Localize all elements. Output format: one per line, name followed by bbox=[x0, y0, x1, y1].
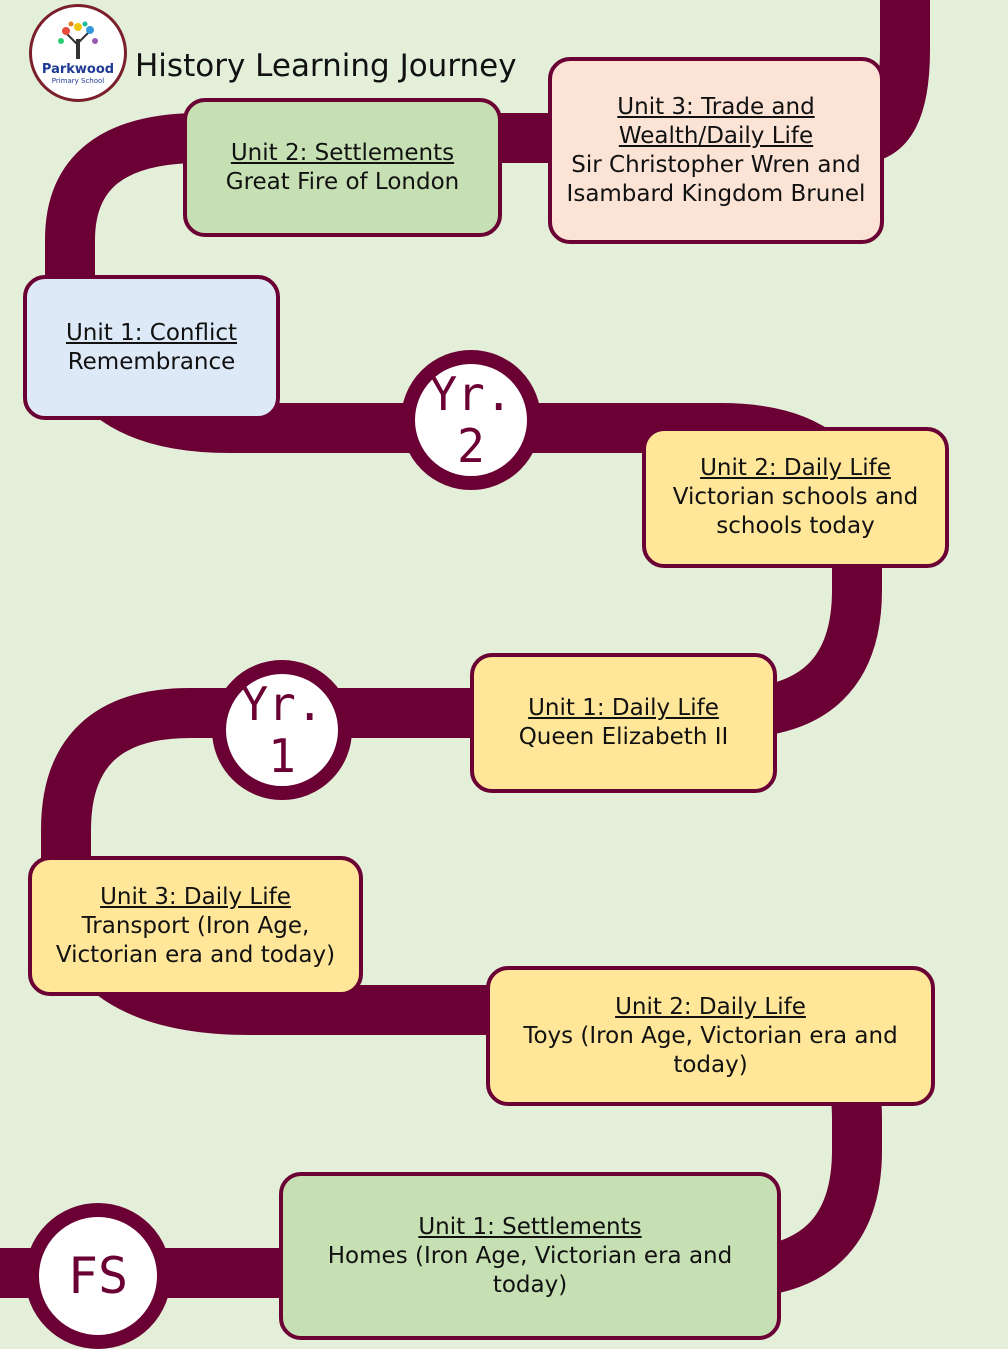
logo-name: Parkwood bbox=[41, 61, 115, 77]
unit-title: Unit 2: Daily Life bbox=[700, 455, 891, 481]
unit-topic: Victorian schools and schools today bbox=[672, 484, 919, 539]
unit-topic: Great Fire of London bbox=[225, 168, 460, 195]
unit-box-yr1-transport[interactable]: Unit 3: Daily Life Transport (Iron Age, … bbox=[28, 856, 363, 996]
unit-box-yr2-schools[interactable]: Unit 2: Daily Life Victorian schools and… bbox=[642, 427, 949, 568]
unit-title: Unit 2: Settlements bbox=[230, 139, 455, 166]
milestone-fs: FS bbox=[25, 1203, 171, 1349]
tree-icon bbox=[58, 21, 98, 59]
unit-title: Unit 3: Daily Life bbox=[100, 883, 291, 910]
unit-title: Unit 2: Daily Life bbox=[615, 993, 806, 1020]
unit-box-yr2-remembrance[interactable]: Unit 1: Conflict Remembrance bbox=[23, 275, 280, 420]
milestone-yr2: Yr. 2 bbox=[401, 350, 541, 490]
unit-title: Unit 1: Conflict bbox=[65, 319, 238, 346]
unit-topic: Homes (Iron Age, Victorian era and today… bbox=[327, 1242, 733, 1298]
unit-topic: Queen Elizabeth II bbox=[518, 724, 729, 750]
unit-title: Unit 1: Daily Life bbox=[528, 695, 719, 721]
unit-box-yr2-trade-wealth[interactable]: Unit 3: Trade and Wealth/Daily Life Sir … bbox=[548, 57, 884, 244]
unit-box-yr2-great-fire[interactable]: Unit 2: Settlements Great Fire of London bbox=[183, 98, 502, 237]
unit-box-yr1-queen-elizabeth[interactable]: Unit 1: Daily Life Queen Elizabeth II bbox=[470, 653, 777, 793]
unit-box-fs-settlements[interactable]: Unit 1: Settlements Homes (Iron Age, Vic… bbox=[279, 1172, 781, 1340]
unit-topic: Remembrance bbox=[67, 348, 236, 375]
unit-topic: Sir Christopher Wren and Isambard Kingdo… bbox=[566, 151, 866, 207]
page-title: History Learning Journey bbox=[135, 48, 517, 84]
unit-title: Unit 1: Settlements bbox=[418, 1213, 642, 1240]
unit-topic: Transport (Iron Age, Victorian era and t… bbox=[55, 912, 336, 968]
unit-title: Unit 3: Trade and Wealth/Daily Life bbox=[617, 93, 815, 149]
logo-subtitle: Primary School bbox=[51, 76, 105, 85]
unit-topic: Toys (Iron Age, Victorian era and today) bbox=[523, 1022, 898, 1078]
unit-box-yr1-toys[interactable]: Unit 2: Daily Life Toys (Iron Age, Victo… bbox=[486, 966, 935, 1106]
milestone-yr1: Yr. 1 bbox=[212, 660, 352, 800]
school-logo: Parkwood Primary School bbox=[29, 4, 127, 102]
